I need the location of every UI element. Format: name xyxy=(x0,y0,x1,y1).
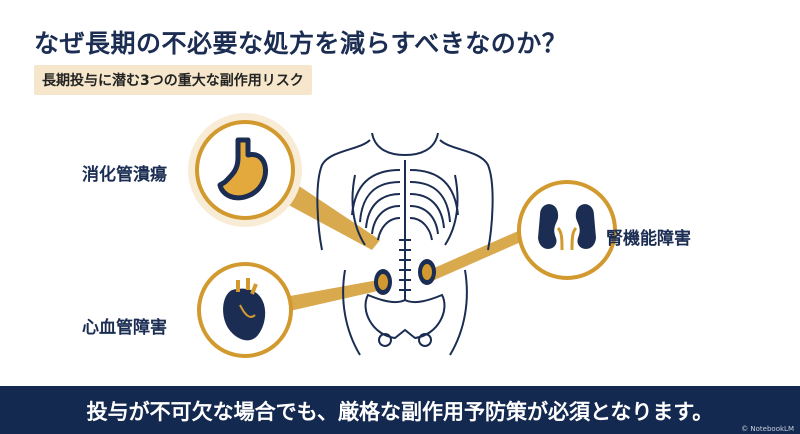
stomach-icon xyxy=(188,113,302,227)
body-kidneys-icon xyxy=(374,259,436,295)
heart-icon xyxy=(197,262,293,358)
risk-label-cardiovascular: 心血管障害 xyxy=(82,318,167,338)
credit-text: © NotebookLM xyxy=(741,425,794,433)
conclusion-banner: 投与が不可欠な場合でも、厳格な副作用予防策が必須となります。 © Noteboo… xyxy=(0,386,800,434)
page-title: なぜ長期の不必要な処方を減らすべきなのか？ xyxy=(34,29,568,58)
kidney-icon xyxy=(517,180,617,280)
risk-label-renal: 腎機能障害 xyxy=(606,229,691,249)
subtitle-badge: 長期投与に潜む3つの重大な副作用リスク xyxy=(34,65,312,95)
connector-heart xyxy=(268,280,382,315)
body-outline-icon xyxy=(316,132,494,356)
connector-kidney xyxy=(425,228,530,282)
risk-label-gi-ulcer: 消化管潰瘍 xyxy=(82,165,167,185)
connector-stomach xyxy=(270,180,380,250)
conclusion-text: 投与が不可欠な場合でも、厳格な副作用予防策が必須となります。 xyxy=(86,400,714,424)
anatomy-diagram xyxy=(188,113,617,358)
